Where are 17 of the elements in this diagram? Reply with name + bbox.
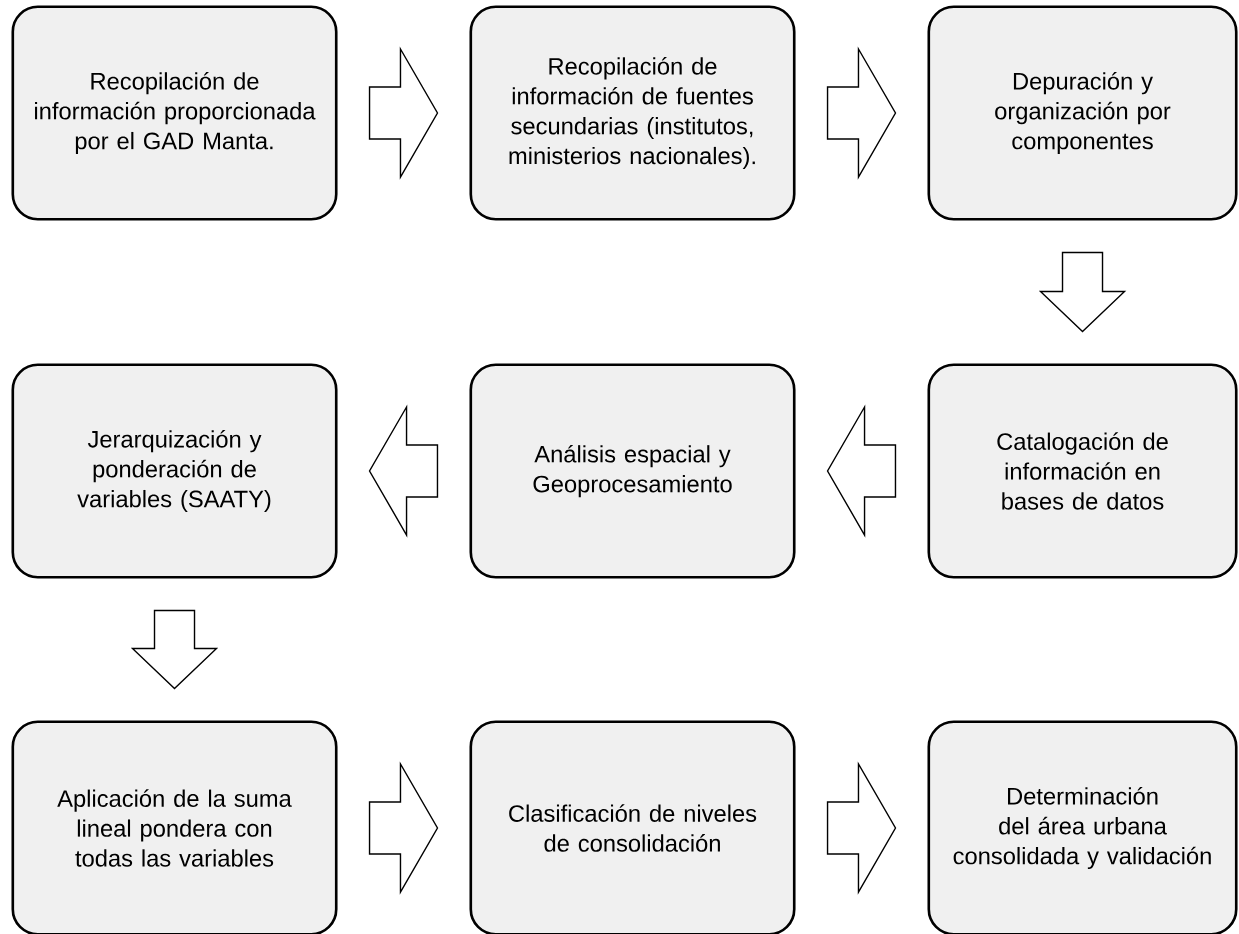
- process-box: Recopilación de información proporcionada por el GAD Manta.: [11, 5, 338, 221]
- block-arrow: [1038, 251, 1127, 333]
- process-box: Depuración y organización por componentes: [927, 5, 1238, 221]
- process-box: Aplicación de la suma lineal pondera con todas las variables: [11, 720, 338, 934]
- block-arrow: [826, 761, 897, 895]
- process-box: Jerarquización y ponderación de variables (SAATY): [11, 363, 338, 579]
- process-box: Catalogación de información en bases de datos: [927, 363, 1238, 579]
- process-box: Análisis espacial y Geoprocesamiento: [469, 363, 796, 579]
- block-arrow: [130, 609, 219, 690]
- block-arrow: [368, 46, 439, 180]
- block-arrow: [368, 761, 439, 895]
- process-box: Determinación del área urbana consolidada y validación: [927, 720, 1238, 934]
- block-arrow: [826, 404, 897, 538]
- block-arrow: [826, 46, 897, 180]
- block-arrow: [368, 404, 439, 538]
- process-box: Clasificación de niveles de consolidación: [469, 720, 796, 934]
- process-box: Recopilación de información de fuentes secundarias (institutos, ministerios nacionales).: [469, 5, 796, 221]
